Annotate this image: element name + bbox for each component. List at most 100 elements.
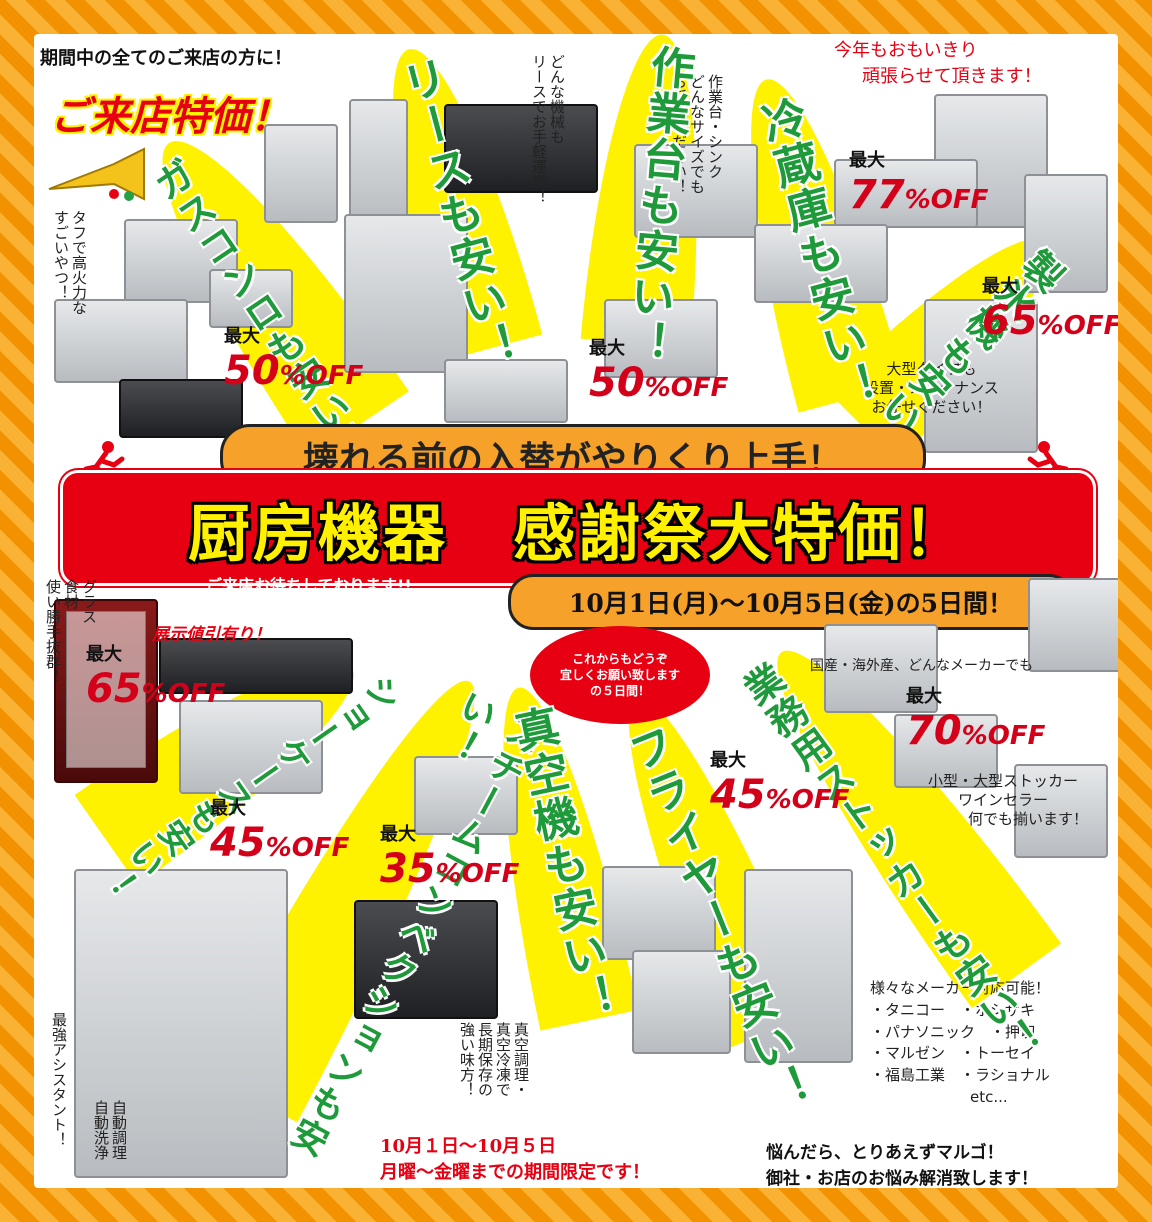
steam-convection-image [74,869,288,1178]
discount-showcase: 最大 65%OFF [86,640,225,712]
note-auto-line1: 自動調理 [110,1100,128,1160]
ice-machine-image [1024,174,1108,293]
bubble-line3: の５日間！ [589,684,650,699]
makers-list: 様々なメーカー対応可能！ ・タニコー ・ホシザキ ・パナソニック ・押切 ・マル… [870,978,1050,1109]
main-banner-text: 厨房機器 感謝祭大特価！ [187,497,968,570]
bubble-line1: これからもどうぞ [572,651,668,666]
discount-steam-value: 35 [380,846,436,892]
discount-stocker: 最大 70%OFF [906,682,1045,754]
yakitori-grill-image [444,359,568,423]
chest-freezer-image [894,714,998,788]
footer-limited: 月曜～金曜までの期間限定です！ [380,1162,650,1183]
domestic-text: 国産・海外産、どんなメーカーでも [810,658,1034,674]
special-price-title: ご来店特価！ [50,94,290,140]
discount-fryer: 最大 45%OFF [710,746,849,818]
makers-line3: ・パナソニック ・押切 [870,1022,1036,1041]
note-stocker-line1: 小型・大型ストッカー [928,772,1079,790]
glass-showcase-image [54,599,158,783]
discount-worktable-suffix: %OFF [644,373,729,403]
discount-ice-suffix: %OFF [1037,311,1118,341]
note-auto: 自動調理 自動洗浄 [92,1100,128,1160]
note-stocker-line3: 何でも揃います！ [968,809,1089,828]
discount-showcase2-value: 45 [210,820,266,866]
discount-gas-label: 最大 [224,326,260,347]
note-lease: どんな機械も リースでお手軽運営！ [530,54,566,204]
makers-line2: ・タニコー ・ホシザキ [870,1000,1036,1019]
right-message-line2: 頑張らせて頂きます！ [862,66,1042,88]
note-vacuum-line2: 真空冷凍で [494,1022,512,1097]
note-worktable: 作業台・シンク どんなサイズでも お任せください！ [670,74,724,194]
note-worktable-line3: お任せください！ [670,74,688,194]
to-all-text: 期間中の全てのご来店の方に！ [40,48,292,69]
discount-fryer-suffix: %OFF [765,785,850,815]
discount-steam-label: 最大 [380,824,416,845]
deck-oven-image [344,214,468,373]
makers-line6: etc... [970,1087,1008,1106]
note-glass-line1: グラス [80,579,98,624]
work-table-image [634,144,758,238]
waiting-text: ご来店お待ちしております!! [206,576,412,595]
note-glass-line2: 食材 [62,579,80,609]
date-banner-text: 10月1日(月)～10月5日(金)の5日間！ [568,589,1014,618]
note-lease-line1: どんな機械も [548,54,566,144]
note-large-type: 大型タイプも 設置・メンテナンス お任せください！ [864,360,999,416]
footer-dates: 10月１日～10月５日 [380,1136,557,1157]
discount-fridge-label: 最大 [849,150,885,171]
discount-gas: 最大 50%OFF [224,322,363,394]
discount-steam-suffix: %OFF [435,859,520,889]
discount-fridge-value: 77 [849,172,905,218]
gas-fryer-image [744,869,853,1063]
note-worktable-line1: 作業台・シンク [706,74,724,179]
table-burner-image [119,379,243,438]
note-tough-line2: すごいやつ！ [52,210,70,300]
note-vacuum: 真空調理・ 真空冷凍で 長期保存の 強い味方！ [458,1022,530,1097]
griddle-image [209,269,293,328]
stocker-image [824,624,938,713]
note-stocker: 小型・大型ストッカー ワインセラー 何でも揃います！ [918,772,1088,828]
trumpet-icon [44,144,154,204]
refrigerated-showcase-image [179,700,323,794]
note-large-type-line1: 大型タイプも [886,360,977,378]
note-lease-line2: リースでお手軽運営！ [530,54,548,204]
discount-ice-value: 65 [982,298,1038,344]
discount-stocker-value: 70 [906,708,962,754]
running-man-left-icon [82,439,128,486]
note-large-type-line3: お任せください！ [871,397,992,416]
discount-showcase-value: 65 [86,666,142,712]
large-chest-freezer-image [1014,764,1108,858]
note-vacuum-line3: 長期保存の [476,1022,494,1097]
discount-steam: 最大 35%OFF [380,820,519,892]
sushi-case-image [159,638,353,694]
sink-image [604,299,718,378]
refrigerator-low-image [834,159,978,228]
note-assistant: 最強アシスタント！ [50,1012,68,1147]
discount-worktable-value: 50 [589,360,645,406]
running-man-right-icon [1024,439,1070,486]
footer-right-line1: 悩んだら、とりあえずマルゴ！ [766,1143,1004,1163]
main-banner: 厨房機器 感謝祭大特価！ [60,470,1096,586]
vacuum-cooker-image [414,756,518,835]
right-message: 今年もおもいきり 頑張らせて頂きます！ [834,38,1042,90]
makers-line5: ・福島工業 ・ラショナル [870,1066,1050,1084]
discount-fridge: 最大 77%OFF [849,146,988,218]
note-large-type-line2: 設置・メンテナンス [864,378,999,397]
discount-ice: 最大 65%OFF [982,272,1118,344]
vacuum-packer-image [354,900,498,1019]
flyer-body: 期間中の全てのご来店の方に！ ご来店特価！ 今年もおもいきり 頑張らせて頂きます… [34,34,1118,1188]
dishwasher-image [264,124,338,223]
espresso-machine-image [444,104,598,193]
note-tough: タフで高火力な すごいやつ！ [52,210,88,315]
discount-fridge-suffix: %OFF [904,185,989,215]
footer-right-line2: 御社・お店のお悩み解消致します！ [766,1169,1038,1188]
note-stocker-line2: ワインセラー [958,790,1049,809]
discount-fryer-value: 45 [710,772,766,818]
note-vacuum-line4: 強い味方！ [458,1022,476,1097]
cold-table-image [754,224,888,303]
discount-showcase2-label: 最大 [210,798,246,819]
discount-gas-value: 50 [224,348,280,394]
bubble-line2: 宜しくお願い致します [559,667,680,682]
discount-worktable: 最大 50%OFF [589,334,728,406]
note-worktable-line2: どんなサイズでも [688,74,706,194]
date-banner: 10月1日(月)～10月5日(金)の5日間！ [508,574,1074,630]
fryer-image [632,950,731,1054]
